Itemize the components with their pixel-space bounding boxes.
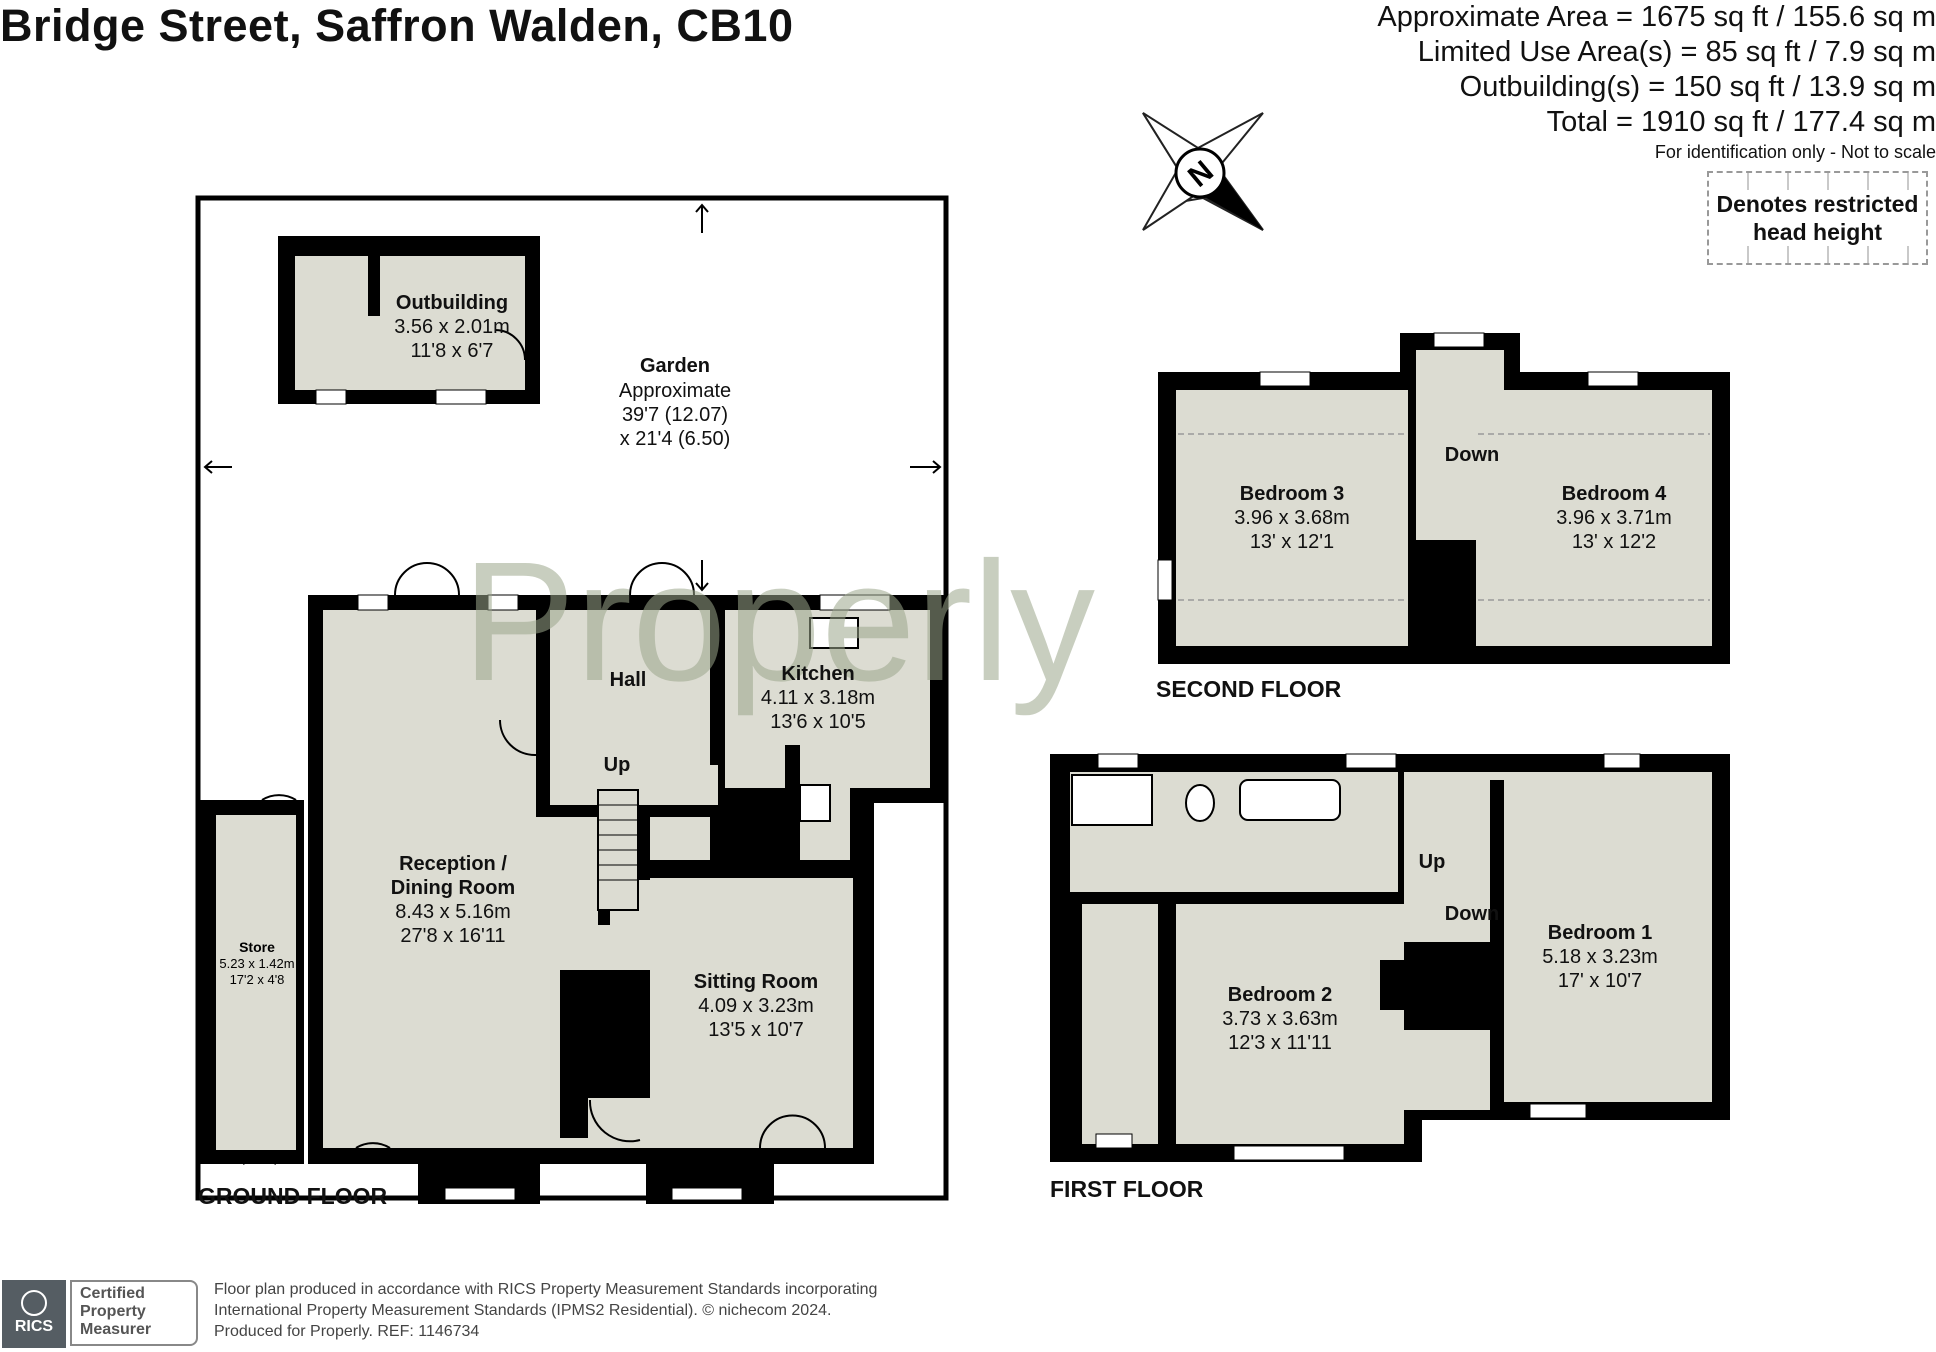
footer-line2: International Property Measurement Stand… (214, 1302, 832, 1319)
second-floor-label: SECOND FLOOR (1156, 676, 1342, 702)
restricted-height-legend: Denotes restricted head height (1707, 171, 1928, 265)
door-swings (242, 329, 826, 1165)
garden-label: Garden (640, 355, 710, 377)
area-summary: Approximate Area = 1675 sq ft / 155.6 sq… (1377, 0, 1936, 140)
footer-note: Floor plan produced in accordance with R… (214, 1279, 877, 1342)
second-stairs-down: Down (1445, 444, 1499, 466)
kitchen-imperial: 13'6 x 10'5 (770, 711, 866, 733)
first-stairs-down: Down (1445, 903, 1499, 925)
bedroom2-metric: 3.73 x 3.63m (1222, 1008, 1338, 1030)
store-imperial: 17'2 x 4'8 (230, 972, 285, 987)
total-area: Total = 1910 sq ft / 177.4 sq m (1546, 106, 1936, 138)
outbuilding-area: Outbuilding(s) = 150 sq ft / 13.9 sq m (1459, 71, 1936, 103)
reception-floor (323, 610, 853, 1148)
store-metric: 5.23 x 1.42m (219, 956, 294, 971)
rics-cert-line3: Measurer (80, 1321, 152, 1338)
hob-icon (799, 784, 831, 822)
bedroom4-label: Bedroom 4 (1562, 483, 1667, 505)
reception-label: Reception / (399, 853, 507, 875)
watermark: Properly (462, 527, 1095, 717)
bedroom1-label: Bedroom 1 (1548, 922, 1652, 944)
reception-imperial: 27'8 x 16'11 (400, 925, 505, 947)
limited-use-area: Limited Use Area(s) = 85 sq ft / 7.9 sq … (1417, 36, 1936, 68)
compass-icon: N (1142, 112, 1264, 231)
approximate-area: Approximate Area = 1675 sq ft / 155.6 sq… (1377, 1, 1936, 33)
rics-badge: RICS Certified Property Measurer (0, 1280, 200, 1348)
restricted-height-label: Denotes restricted head height (1709, 190, 1926, 246)
sink-icon (809, 617, 859, 649)
reception-metric: 8.43 x 5.16m (395, 901, 511, 923)
garden-dimension-arrows (203, 203, 942, 592)
outbuilding-metric: 3.56 x 2.01m (394, 316, 510, 338)
rics-cert: Certified Property Measurer (70, 1280, 198, 1346)
first-floor-label: FIRST FLOOR (1050, 1176, 1204, 1202)
outbuilding-floor (295, 256, 525, 390)
bedroom1-imperial: 17' x 10'7 (1558, 970, 1642, 992)
kitchen-label: Kitchen (781, 663, 854, 685)
hall-floor (550, 610, 718, 805)
shower-icon (1071, 774, 1153, 826)
hall-label: Hall (610, 669, 647, 691)
first-stairs-up: Up (1419, 851, 1446, 873)
store-label: Store (239, 939, 275, 955)
page-title: Bridge Street, Saffron Walden, CB10 (0, 0, 794, 51)
rics-logo-text: RICS (14, 1318, 54, 1335)
footer-line1: Floor plan produced in accordance with R… (214, 1281, 878, 1298)
rics-cert-line1: Certified (80, 1285, 145, 1302)
garden-line2: 39'7 (12.07) (622, 404, 728, 426)
garden-line1: Approximate (619, 380, 731, 402)
rics-logo: RICS (2, 1280, 66, 1348)
ground-floor: Properly Garden Approximate 39'7 (12.07)… (195, 195, 1095, 1209)
garden-line3: x 21'4 (6.50) (620, 428, 731, 450)
reception-label-2: Dining Room (391, 877, 515, 899)
bedroom2-imperial: 12'3 x 11'11 (1228, 1032, 1332, 1054)
bedroom4-metric: 3.96 x 3.71m (1556, 507, 1672, 529)
kitchen-metric: 4.11 x 3.18m (761, 687, 875, 709)
footer-line3: Produced for Properly. REF: 1146734 (214, 1323, 480, 1340)
first-floor: Bedroom 1 5.18 x 3.23m 17' x 10'7 Bedroo… (1050, 753, 1730, 1202)
second-floor: Bedroom 3 3.96 x 3.68m 13' x 12'1 Bedroo… (1156, 332, 1730, 702)
outbuilding-label: Outbuilding (396, 292, 508, 314)
bedroom1-metric: 5.18 x 3.23m (1542, 946, 1658, 968)
sitting-room-metric: 4.09 x 3.23m (698, 995, 814, 1017)
bedroom3-label: Bedroom 3 (1240, 483, 1344, 505)
sitting-room-imperial: 13'5 x 10'7 (708, 1019, 804, 1041)
rics-cert-line2: Property (80, 1303, 146, 1320)
identification-note: For identification only - Not to scale (1654, 142, 1936, 162)
ground-floor-label: GROUND FLOOR (198, 1183, 387, 1209)
bedroom3-imperial: 13' x 12'1 (1250, 531, 1334, 553)
sitting-room-label: Sitting Room (694, 971, 818, 993)
outbuilding-imperial: 11'8 x 6'7 (411, 340, 494, 362)
bedroom3-metric: 3.96 x 3.68m (1234, 507, 1350, 529)
chimney-breast (560, 970, 650, 1098)
bath-icon (1239, 779, 1341, 821)
bedroom4-imperial: 13' x 12'2 (1572, 531, 1656, 553)
bedroom2-label: Bedroom 2 (1228, 984, 1332, 1006)
toilet-icon (1185, 784, 1215, 822)
ground-stairs-up: Up (604, 754, 631, 776)
